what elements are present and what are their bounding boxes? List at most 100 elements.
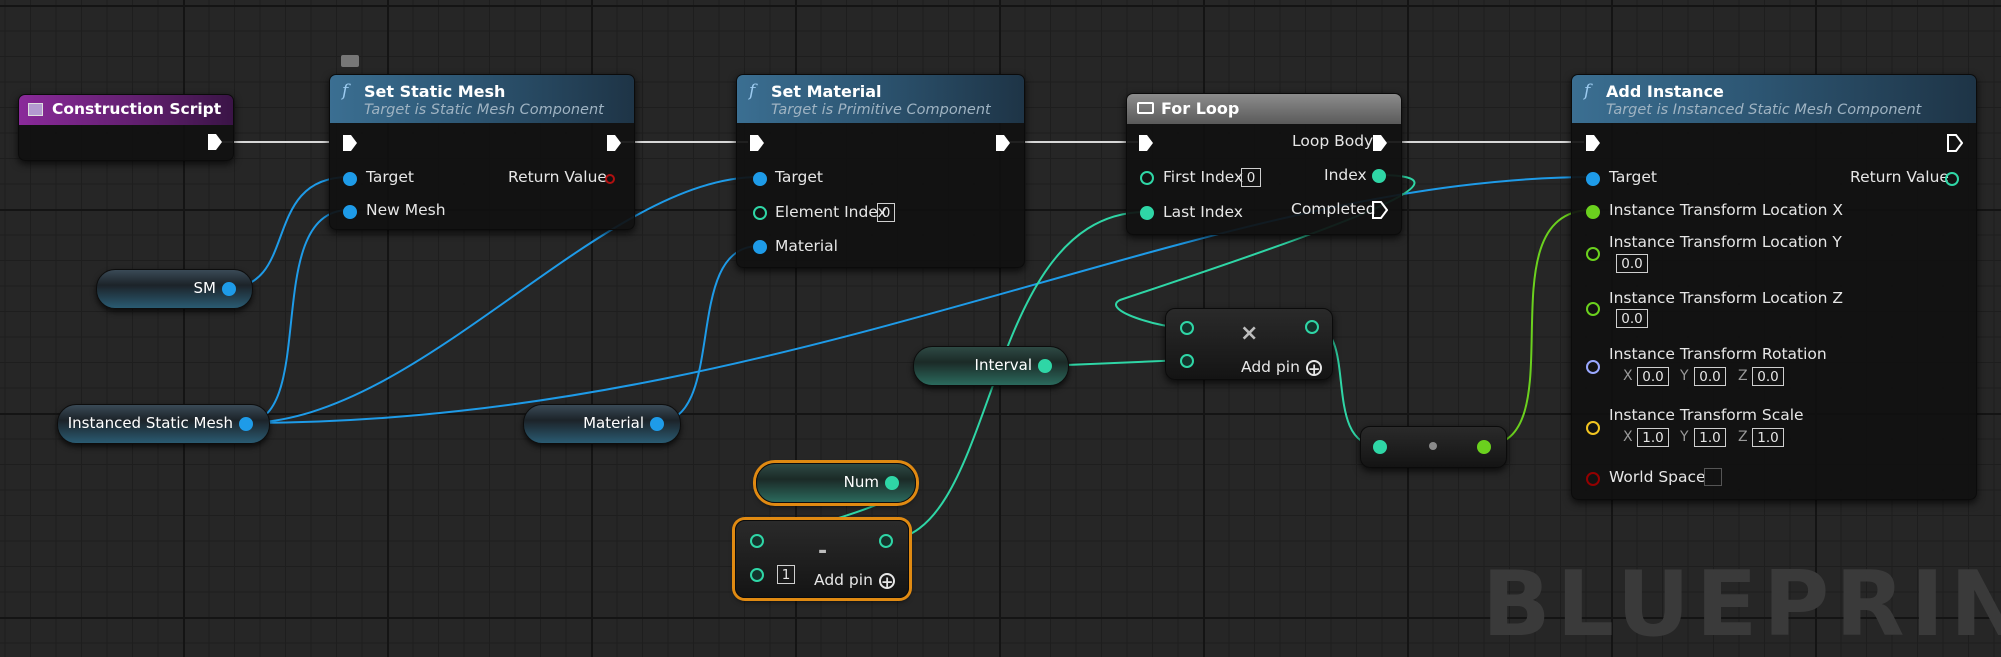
location-z-field[interactable]: 0.0 xyxy=(1616,309,1648,328)
subtract-operator: - xyxy=(818,539,828,564)
location-y-pin[interactable] xyxy=(1586,247,1600,261)
target-pin[interactable] xyxy=(343,172,357,186)
scale-z-axis-label: Z xyxy=(1738,429,1748,445)
plus-circle-icon: + xyxy=(878,573,895,591)
exec-in-pin[interactable] xyxy=(1585,134,1601,152)
new-mesh-pin[interactable] xyxy=(343,205,357,219)
exec-out-pin[interactable] xyxy=(1947,134,1963,152)
new-mesh-label: New Mesh xyxy=(366,201,446,219)
target-label: Target xyxy=(775,168,823,186)
set-material-title: Set Material xyxy=(771,82,882,101)
construction-script-node[interactable]: Construction Script xyxy=(18,94,234,161)
exec-in-pin[interactable] xyxy=(1138,134,1154,152)
set-static-mesh-subtitle: Target is Static Mesh Component xyxy=(364,102,604,118)
multiply-operator: × xyxy=(1240,321,1259,346)
rotation-label: Instance Transform Rotation xyxy=(1609,345,1827,363)
sm-output-pin[interactable] xyxy=(222,282,236,296)
world-space-checkbox[interactable] xyxy=(1704,468,1722,486)
function-icon: f xyxy=(342,81,349,101)
macro-icon xyxy=(1137,102,1154,114)
instanced-static-mesh-variable-node[interactable]: Instanced Static Mesh xyxy=(57,404,270,444)
scale-z-field[interactable]: 1.0 xyxy=(1752,428,1784,447)
loop-body-exec-pin[interactable] xyxy=(1372,134,1388,152)
scale-label: Instance Transform Scale xyxy=(1609,406,1804,424)
scale-y-axis-label: Y xyxy=(1680,429,1689,445)
comment-bubble-icon[interactable] xyxy=(341,55,359,67)
set-material-header: f Set Material Target is Primitive Compo… xyxy=(737,75,1024,123)
rotation-y-field[interactable]: 0.0 xyxy=(1694,367,1726,386)
exec-in-pin[interactable] xyxy=(342,134,358,152)
multiply-input-b-pin[interactable] xyxy=(1180,354,1194,368)
interval-variable-node[interactable]: Interval xyxy=(913,346,1069,386)
rotation-x-axis-label: X xyxy=(1623,368,1633,384)
set-static-mesh-node[interactable]: f Set Static Mesh Target is Static Mesh … xyxy=(329,74,635,230)
subtract-add-pin-label: Add pin xyxy=(814,571,873,589)
exec-out-pin[interactable] xyxy=(995,134,1011,152)
for-loop-header: For Loop xyxy=(1127,94,1401,124)
construction-script-icon xyxy=(28,103,43,116)
location-x-pin[interactable] xyxy=(1586,205,1600,219)
construction-script-title: Construction Script xyxy=(52,100,222,118)
return-value-pin[interactable] xyxy=(1945,172,1959,186)
function-icon: f xyxy=(1584,81,1591,101)
location-y-field[interactable]: 0.0 xyxy=(1616,254,1648,273)
first-index-field[interactable]: 0 xyxy=(1241,168,1261,187)
target-pin[interactable] xyxy=(1586,172,1600,186)
location-z-pin[interactable] xyxy=(1586,302,1600,316)
material-output-pin[interactable] xyxy=(650,417,664,431)
reroute-dot-icon xyxy=(1429,442,1437,450)
multiply-output-pin[interactable] xyxy=(1305,320,1319,334)
target-pin[interactable] xyxy=(753,172,767,186)
exec-in-pin[interactable] xyxy=(749,134,765,152)
first-index-pin[interactable] xyxy=(1140,171,1154,185)
function-icon: f xyxy=(749,81,756,101)
world-space-pin[interactable] xyxy=(1586,472,1600,486)
return-value-pin[interactable] xyxy=(605,174,615,184)
material-variable-node[interactable]: Material xyxy=(523,404,681,444)
scale-x-field[interactable]: 1.0 xyxy=(1637,428,1669,447)
rotation-pin[interactable] xyxy=(1586,360,1600,374)
interval-output-pin[interactable] xyxy=(1038,359,1052,373)
scale-pin[interactable] xyxy=(1586,421,1600,435)
last-index-pin[interactable] xyxy=(1140,206,1154,220)
for-loop-node[interactable]: For Loop Loop Body First Index 0 Index L… xyxy=(1126,93,1402,235)
rotation-y-axis-label: Y xyxy=(1680,368,1689,384)
add-instance-node[interactable]: f Add Instance Target is Instanced Stati… xyxy=(1571,74,1977,500)
completed-exec-pin[interactable] xyxy=(1372,201,1388,219)
multiply-input-a-pin[interactable] xyxy=(1180,321,1194,335)
index-pin[interactable] xyxy=(1372,169,1386,183)
construction-exec-out-pin[interactable] xyxy=(207,133,223,151)
exec-out-pin[interactable] xyxy=(606,134,622,152)
conversion-input-pin[interactable] xyxy=(1373,440,1387,454)
subtract-input-b-pin[interactable] xyxy=(750,568,764,582)
object-wire xyxy=(243,176,760,424)
num-variable-node[interactable]: Num xyxy=(756,463,916,503)
multiply-node[interactable]: × Add pin+ xyxy=(1165,308,1333,380)
subtract-b-field[interactable]: 1 xyxy=(777,565,795,584)
rotation-x-field[interactable]: 0.0 xyxy=(1637,367,1669,386)
interval-variable-label: Interval xyxy=(974,356,1032,374)
multiply-add-pin-button[interactable]: Add pin+ xyxy=(1241,358,1322,377)
object-wire xyxy=(243,209,350,424)
num-output-pin[interactable] xyxy=(885,476,899,490)
conversion-output-pin[interactable] xyxy=(1477,440,1491,454)
conversion-node[interactable] xyxy=(1360,426,1507,468)
instanced-static-mesh-variable-label: Instanced Static Mesh xyxy=(67,414,233,432)
sm-variable-node[interactable]: SM xyxy=(96,269,253,309)
rotation-z-field[interactable]: 0.0 xyxy=(1752,367,1784,386)
subtract-add-pin-button[interactable]: Add pin + xyxy=(814,571,895,591)
subtract-input-a-pin[interactable] xyxy=(750,534,764,548)
index-label: Index xyxy=(1324,166,1367,184)
element-index-field[interactable]: 0 xyxy=(877,203,895,222)
add-instance-subtitle: Target is Instanced Static Mesh Componen… xyxy=(1606,102,1922,118)
subtract-output-pin[interactable] xyxy=(879,534,893,548)
instanced-static-mesh-output-pin[interactable] xyxy=(239,417,253,431)
construction-script-header: Construction Script xyxy=(19,95,233,125)
scale-y-field[interactable]: 1.0 xyxy=(1694,428,1726,447)
set-material-subtitle: Target is Primitive Component xyxy=(771,102,991,118)
subtract-node[interactable]: 1 - Add pin + xyxy=(735,520,909,598)
set-material-node[interactable]: f Set Material Target is Primitive Compo… xyxy=(736,74,1025,268)
num-variable-label: Num xyxy=(843,473,879,491)
material-pin[interactable] xyxy=(753,240,767,254)
element-index-pin[interactable] xyxy=(753,206,767,220)
